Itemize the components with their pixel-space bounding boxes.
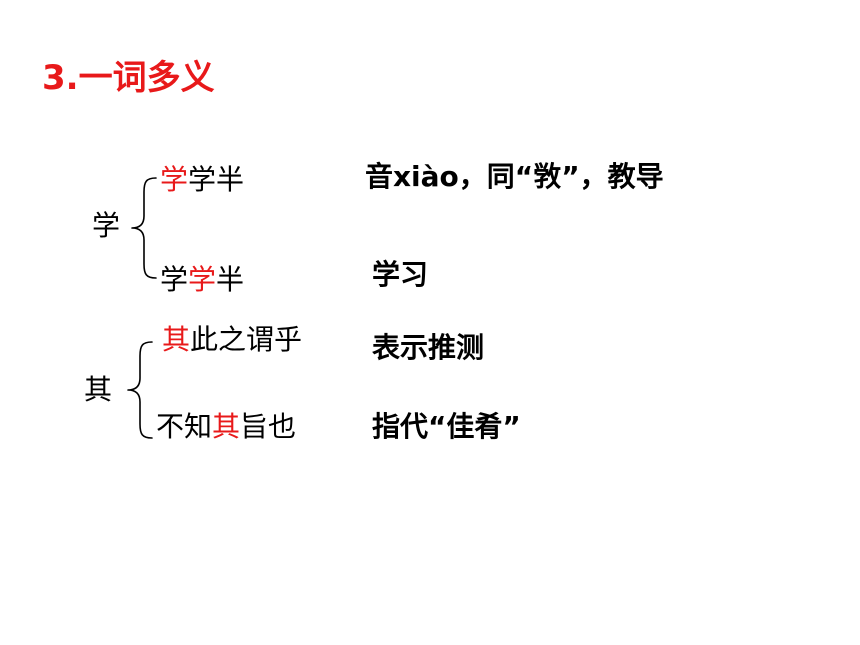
highlighted-word: 学 <box>188 263 217 296</box>
meaning-text: 表示推测 <box>372 331 485 364</box>
slide-title: 3.一词多义 <box>42 58 215 98</box>
meaning-text: 学习 <box>372 258 429 291</box>
left-brace-icon <box>127 341 153 439</box>
example-phrase: 其此之谓乎 <box>162 323 303 356</box>
meaning-text: 音xiào，同“敩”，教导 <box>365 160 664 193</box>
example-phrase: 不知其旨也 <box>156 410 297 443</box>
left-brace-icon <box>131 177 157 279</box>
highlighted-word: 学 <box>160 163 189 196</box>
highlighted-word: 其 <box>162 323 191 356</box>
highlighted-word: 其 <box>212 410 241 443</box>
head-character: 其 <box>84 373 113 406</box>
head-character: 学 <box>92 209 121 242</box>
example-phrase: 学学半 <box>160 263 245 296</box>
meaning-text: 指代“佳肴” <box>372 410 521 443</box>
example-phrase: 学学半 <box>160 163 245 196</box>
